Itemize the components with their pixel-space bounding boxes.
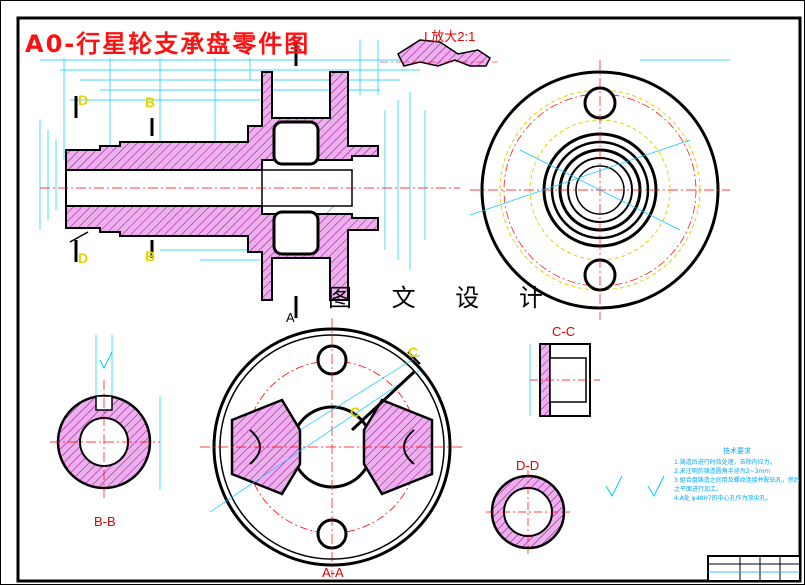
- technical-notes-title: 技术要求: [723, 447, 751, 455]
- detail-i-label: I 放大2:1: [424, 29, 476, 44]
- main-section-view: [39, 40, 460, 318]
- technical-note-3: 3.組合盘铸造之间用及螺纹连接并配钻孔，然后之平面进行加工。: [674, 477, 800, 493]
- section-c-c-view: [529, 343, 600, 417]
- detail-i-view: [380, 39, 498, 67]
- drawing-title: A0-行星轮支承盘零件图: [25, 30, 311, 58]
- technical-notes: 技术要求 1.铸造后进行时效处理，去除内应力。 2.未注明的铸造圆角半径为2~3…: [674, 447, 800, 503]
- watermark-text: 图 文 设 计: [328, 284, 559, 312]
- inner-frame: [16, 16, 802, 583]
- section-b-b-view: [50, 335, 161, 500]
- section-mark-b-bottom: B: [145, 248, 156, 264]
- title-block: [707, 555, 801, 582]
- section-d-d-view: [486, 470, 570, 554]
- technical-note-2: 2.未注明的铸造圆角半径为2~3mm: [674, 468, 771, 475]
- technical-note-4: 4.A处 φ48H7的中心孔作为顶尖孔。: [674, 495, 772, 502]
- section-mark-b-top: B: [145, 94, 156, 110]
- roughness-symbols: [99, 351, 665, 498]
- technical-note-1: 1.铸造后进行时效处理，去除内应力。: [674, 459, 776, 466]
- section-mark-a-top: A: [286, 310, 295, 325]
- section-c-c-label: C-C: [552, 324, 576, 339]
- section-b-b-label: B-B: [94, 514, 116, 529]
- section-a-a-label: A-A: [322, 565, 344, 580]
- section-mark-c-1: C: [408, 344, 419, 360]
- end-view: [469, 59, 730, 320]
- section-mark-c-2: C: [350, 404, 361, 420]
- section-mark-d-top: D: [78, 92, 89, 108]
- section-d-d-label: D-D: [516, 458, 540, 473]
- section-a-a-view: [200, 318, 464, 578]
- section-mark-d-bottom: D: [78, 250, 89, 266]
